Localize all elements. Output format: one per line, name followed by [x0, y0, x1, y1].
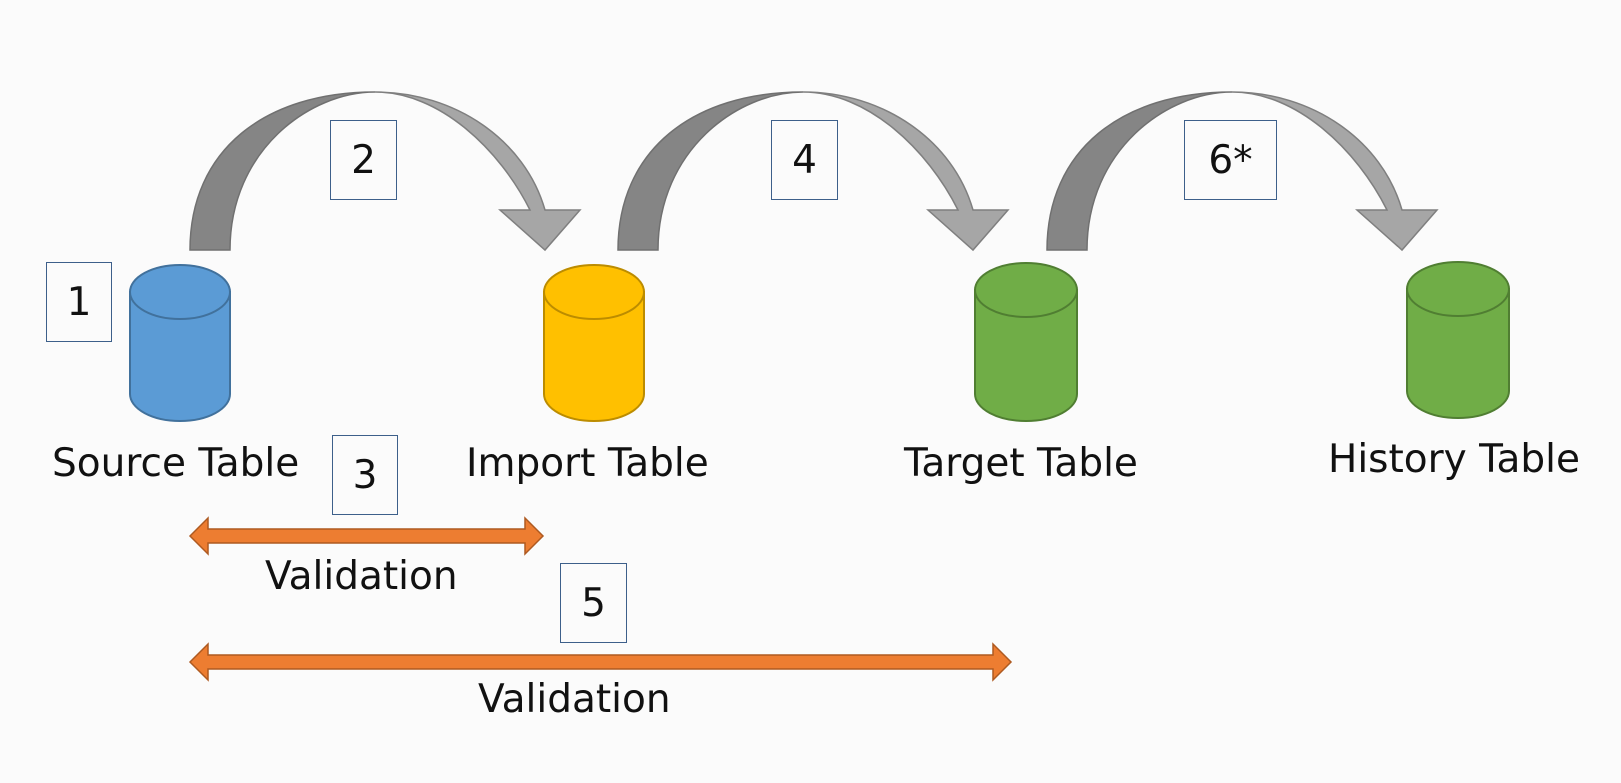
- history-table-label: History Table: [1328, 437, 1580, 482]
- step-6-box: 6*: [1184, 120, 1277, 200]
- target-table-db-icon: [974, 262, 1078, 422]
- target-table-label: Target Table: [904, 441, 1138, 486]
- validation-arrow-long: [188, 642, 1013, 682]
- history-table-db-icon: [1406, 261, 1510, 419]
- source-table-label: Source Table: [52, 441, 300, 486]
- curved-arrow-source-to-import: [189, 91, 582, 252]
- curved-arrow-target-to-history: [1046, 91, 1439, 252]
- step-1-box: 1: [46, 262, 112, 342]
- validation-label-long: Validation: [478, 677, 671, 722]
- step-2-box: 2: [330, 120, 397, 200]
- curved-arrow-import-to-target: [617, 91, 1010, 252]
- validation-label-short: Validation: [265, 554, 458, 599]
- step-3-box: 3: [332, 435, 398, 515]
- step-5-box: 5: [560, 563, 627, 643]
- step-4-box: 4: [771, 120, 838, 200]
- import-table-db-icon: [543, 264, 645, 422]
- import-table-label: Import Table: [466, 441, 709, 486]
- source-table-db-icon: [129, 264, 231, 422]
- validation-arrow-short: [188, 516, 545, 556]
